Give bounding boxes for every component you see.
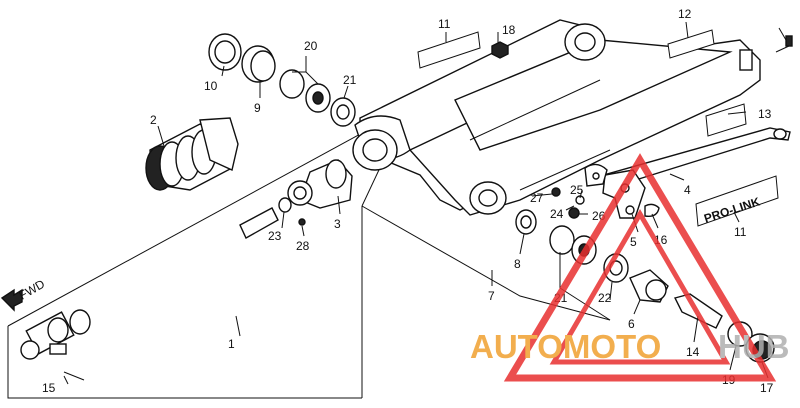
callout-4: 4 bbox=[684, 183, 691, 197]
callout-17: 17 bbox=[760, 381, 774, 395]
callout-22: 23 bbox=[268, 229, 282, 243]
callout-13: 13 bbox=[758, 107, 772, 121]
callout-8: 8 bbox=[514, 257, 521, 271]
callout-11-top: 11 bbox=[438, 17, 451, 31]
bolt-18 bbox=[491, 41, 509, 59]
leader-lines bbox=[63, 21, 787, 385]
bearing-stack-top bbox=[208, 33, 356, 127]
callout-3: 3 bbox=[334, 217, 341, 231]
fwd-label: FWD bbox=[17, 277, 48, 303]
callout-10: 10 bbox=[204, 79, 218, 93]
shaft-joint bbox=[278, 159, 353, 226]
callout-5: 5 bbox=[630, 235, 637, 249]
callout-18: 18 bbox=[502, 23, 516, 37]
frame-lines bbox=[7, 107, 611, 399]
callout-26: 27 bbox=[530, 191, 544, 205]
pin-15 bbox=[63, 371, 85, 381]
watermark: AUTOMOTO HUB bbox=[470, 153, 790, 382]
swingarm bbox=[352, 19, 761, 216]
callout-1: 1 bbox=[228, 337, 235, 351]
callout-7: 7 bbox=[488, 289, 495, 303]
callout-12: 12 bbox=[678, 7, 692, 21]
callout-2: 2 bbox=[150, 113, 157, 127]
callout-27: 28 bbox=[296, 239, 310, 253]
callout-15: 15 bbox=[42, 381, 56, 395]
bolt-28 bbox=[775, 35, 793, 53]
fwd-arrow: FWD bbox=[0, 277, 48, 312]
callout-20-top: 20 bbox=[304, 39, 318, 53]
drive-shaft bbox=[20, 207, 279, 360]
callout-11-right: 11 bbox=[734, 225, 747, 239]
watermark-text-orange: AUTOMOTO bbox=[470, 328, 661, 365]
callout-21-top: 21 bbox=[343, 73, 357, 87]
watermark-triangle-inner bbox=[549, 209, 731, 365]
callout-24: 25 bbox=[570, 183, 584, 197]
bolts-24-26 bbox=[551, 163, 608, 219]
callout-14: 14 bbox=[686, 345, 700, 359]
callout-9: 9 bbox=[254, 101, 261, 115]
watermark-text-grey: HUB bbox=[718, 328, 790, 365]
callout-6: 6 bbox=[628, 317, 635, 331]
callout-21-bottom: 22 bbox=[598, 291, 612, 305]
rubber-boot bbox=[145, 117, 239, 191]
universal-joint bbox=[20, 309, 91, 360]
callout-23: 24 bbox=[550, 207, 564, 221]
watermark-triangle-outer bbox=[503, 153, 777, 382]
